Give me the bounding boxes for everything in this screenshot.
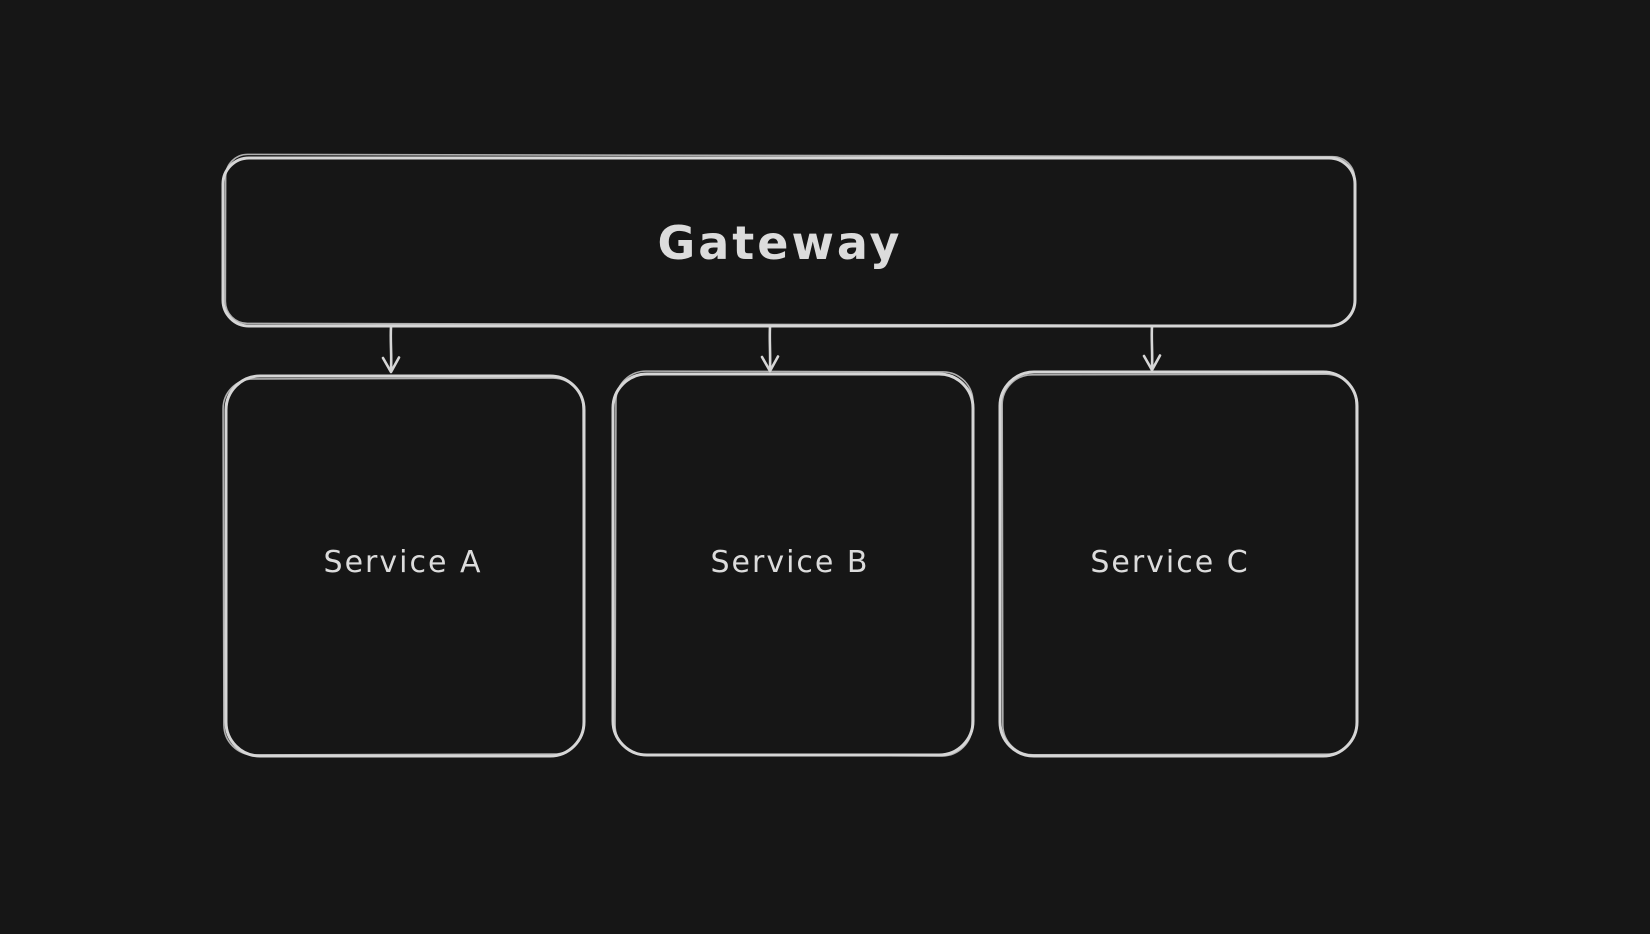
service-b-box-border-sketch-pass xyxy=(614,370,974,757)
node-label-gateway: Gateway xyxy=(657,216,902,270)
node-service-c[interactable]: Service C xyxy=(998,370,1359,758)
edge-gateway-service-b[interactable] xyxy=(760,325,780,373)
edge-gateway-service-c[interactable] xyxy=(1142,324,1162,372)
arrowhead-down-icon xyxy=(1142,354,1162,372)
node-service-b[interactable]: Service B xyxy=(611,370,975,757)
service-c-box-border-sketch-pass xyxy=(1001,373,1358,756)
gateway-box-border-sketch-pass xyxy=(224,153,1356,327)
node-label-service-a: Service A xyxy=(324,545,483,580)
arrowhead-down-icon xyxy=(381,356,401,374)
service-a-box-border-sketch-pass xyxy=(222,377,585,756)
node-label-service-b: Service B xyxy=(711,545,870,580)
edge-gateway-service-a[interactable] xyxy=(381,325,401,374)
node-label-service-c: Service C xyxy=(1090,545,1249,580)
node-gateway[interactable]: Gateway xyxy=(221,153,1357,328)
node-service-a[interactable]: Service A xyxy=(222,374,586,758)
